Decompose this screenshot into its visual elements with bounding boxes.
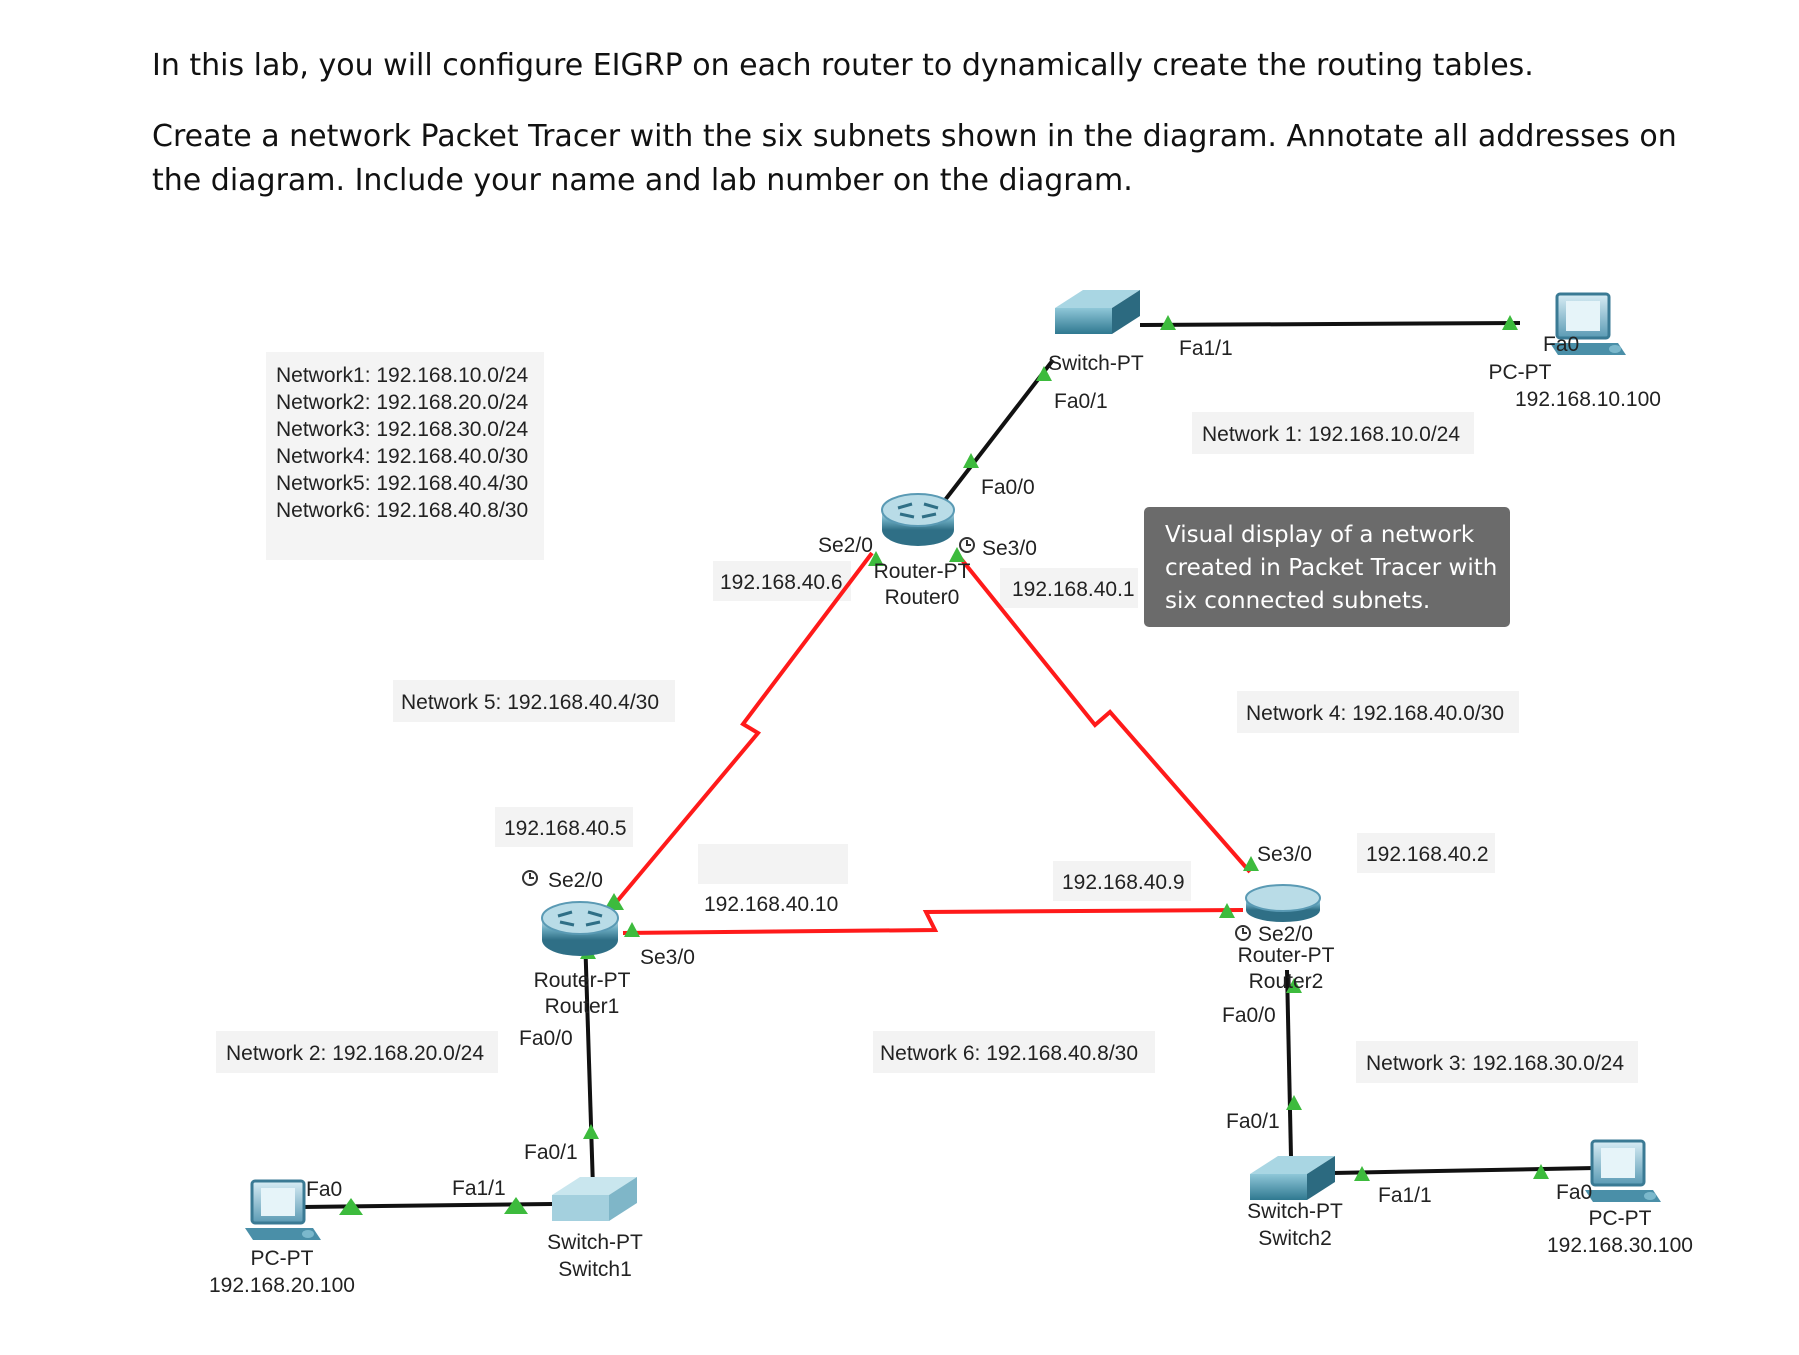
switch2-type-label: Switch-PT (1247, 1200, 1343, 1223)
legend-item: Network1: 192.168.10.0/24 (276, 364, 528, 387)
link-switch2-pc2 (1332, 1166, 1596, 1175)
router0-name-label: Router0 (885, 586, 960, 609)
port-label: Se2/0 (1258, 923, 1313, 946)
port-label: Fa1/1 (1378, 1184, 1432, 1207)
pc-right[interactable] (1585, 1139, 1661, 1202)
ethernet-links (302, 321, 1596, 1209)
address-label: 192.168.40.1 (1012, 578, 1135, 601)
clock-icon (1235, 925, 1251, 941)
intro-line-2: Create a network Packet Tracer with the … (152, 119, 1677, 198)
network-label: Network 3: 192.168.30.0/24 (1366, 1052, 1624, 1075)
callout-line: six connected subnets. (1165, 588, 1430, 614)
port-label: Fa0/1 (1226, 1110, 1280, 1133)
network-label: Network 5: 192.168.40.4/30 (401, 691, 659, 714)
port-markers (339, 315, 1549, 1215)
serial-links (607, 551, 1252, 935)
port-label: Fa1/1 (1179, 337, 1233, 360)
network-label: Network 6: 192.168.40.8/30 (880, 1042, 1138, 1065)
link-switch0-pc0 (1139, 321, 1521, 327)
pc-top[interactable] (1550, 292, 1626, 355)
label-backgrounds (216, 412, 1638, 1083)
router1[interactable] (541, 901, 619, 956)
legend-item: Network3: 192.168.30.0/24 (276, 418, 528, 441)
pc-left-type-label: PC-PT (251, 1247, 314, 1270)
network-label: Network 1: 192.168.10.0/24 (1202, 423, 1460, 446)
legend-background (266, 352, 544, 560)
callout-line: created in Packet Tracer with (1165, 555, 1497, 581)
pc-right-ip-label: 192.168.30.100 (1547, 1234, 1693, 1257)
pc-right-port-label: Fa0 (1556, 1181, 1592, 1204)
link-router0-router2 (956, 553, 1252, 874)
address-label: 192.168.40.6 (720, 571, 843, 594)
legend-item: Network5: 192.168.40.4/30 (276, 472, 528, 495)
router1-type-label: Router-PT (534, 969, 631, 992)
port-label: Se3/0 (640, 946, 695, 969)
link-switch1-pc1 (302, 1202, 553, 1209)
pc-left[interactable] (245, 1179, 321, 1240)
port-label: Se2/0 (548, 869, 603, 892)
legend-item: Network2: 192.168.20.0/24 (276, 391, 528, 414)
address-label: 192.168.40.10 (704, 893, 838, 916)
network-legend: Network1: 192.168.10.0/24 Network2: 192.… (266, 352, 544, 560)
port-label: Fa0/1 (524, 1141, 578, 1164)
port-label: Fa0/0 (1222, 1004, 1276, 1027)
port-label: Fa0/1 (1054, 390, 1108, 413)
device-labels: Switch-PT PC-PT 192.168.10.100 Fa0 Route… (209, 333, 1693, 1297)
router2-type-label: Router-PT (1238, 944, 1335, 967)
switch2-name-label: Switch2 (1258, 1227, 1332, 1250)
legend-item: Network4: 192.168.40.0/30 (276, 445, 528, 468)
port-label: Fa1/1 (452, 1177, 506, 1200)
switch2[interactable] (1250, 1156, 1335, 1200)
callout-line: Visual display of a network (1165, 522, 1475, 548)
pc-top-type-label: PC-PT (1489, 361, 1552, 384)
clock-icon (522, 870, 538, 886)
address-label: 192.168.40.5 (504, 817, 627, 840)
callout-box: Visual display of a network created in P… (1144, 507, 1510, 627)
pc-left-ip-label: 192.168.20.100 (209, 1274, 355, 1297)
router0-type-label: Router-PT (874, 560, 971, 583)
switch0[interactable] (1055, 290, 1140, 334)
link-router1-router2 (622, 908, 1244, 935)
clock-icons (522, 537, 1251, 941)
network-labels: Network 1: 192.168.10.0/24 Network 2: 19… (226, 423, 1624, 1075)
link-router1-switch1 (583, 934, 595, 1189)
link-switch0-router0 (933, 358, 1055, 515)
intro-line-1: In this lab, you will configure EIGRP on… (152, 48, 1534, 83)
pc-left-port-label: Fa0 (306, 1178, 342, 1201)
router0[interactable] (881, 493, 955, 546)
pc-top-port-label: Fa0 (1543, 333, 1579, 356)
port-label: Fa0/0 (981, 476, 1035, 499)
router1-name-label: Router1 (545, 995, 620, 1018)
router2[interactable] (1245, 884, 1321, 922)
pc-top-ip-label: 192.168.10.100 (1515, 388, 1661, 411)
switch1[interactable] (552, 1177, 637, 1221)
switch1-name-label: Switch1 (558, 1258, 632, 1281)
link-router2-switch2 (1285, 969, 1293, 1158)
network-label: Network 2: 192.168.20.0/24 (226, 1042, 484, 1065)
port-label: Se2/0 (818, 534, 873, 557)
port-label: Se3/0 (1257, 843, 1312, 866)
port-labels: Fa1/1 Fa0/1 Fa0/0 Se2/0 Se3/0 Se2/0 Se3/… (452, 337, 1432, 1207)
address-label: 192.168.40.2 (1366, 843, 1489, 866)
switch1-type-label: Switch-PT (547, 1231, 643, 1254)
network-label: Network 4: 192.168.40.0/30 (1246, 702, 1504, 725)
clock-icon (959, 537, 975, 553)
port-label: Se3/0 (982, 537, 1037, 560)
pc-right-type-label: PC-PT (1589, 1207, 1652, 1230)
port-label: Fa0/0 (519, 1027, 573, 1050)
legend-item: Network6: 192.168.40.8/30 (276, 499, 528, 522)
address-label: 192.168.40.9 (1062, 871, 1185, 894)
switch0-type-label: Switch-PT (1048, 352, 1144, 375)
interface-addresses: 192.168.40.6 192.168.40.1 192.168.40.5 1… (504, 571, 1489, 916)
router2-name-label: Router2 (1249, 970, 1324, 993)
link-router0-router1 (607, 551, 874, 913)
